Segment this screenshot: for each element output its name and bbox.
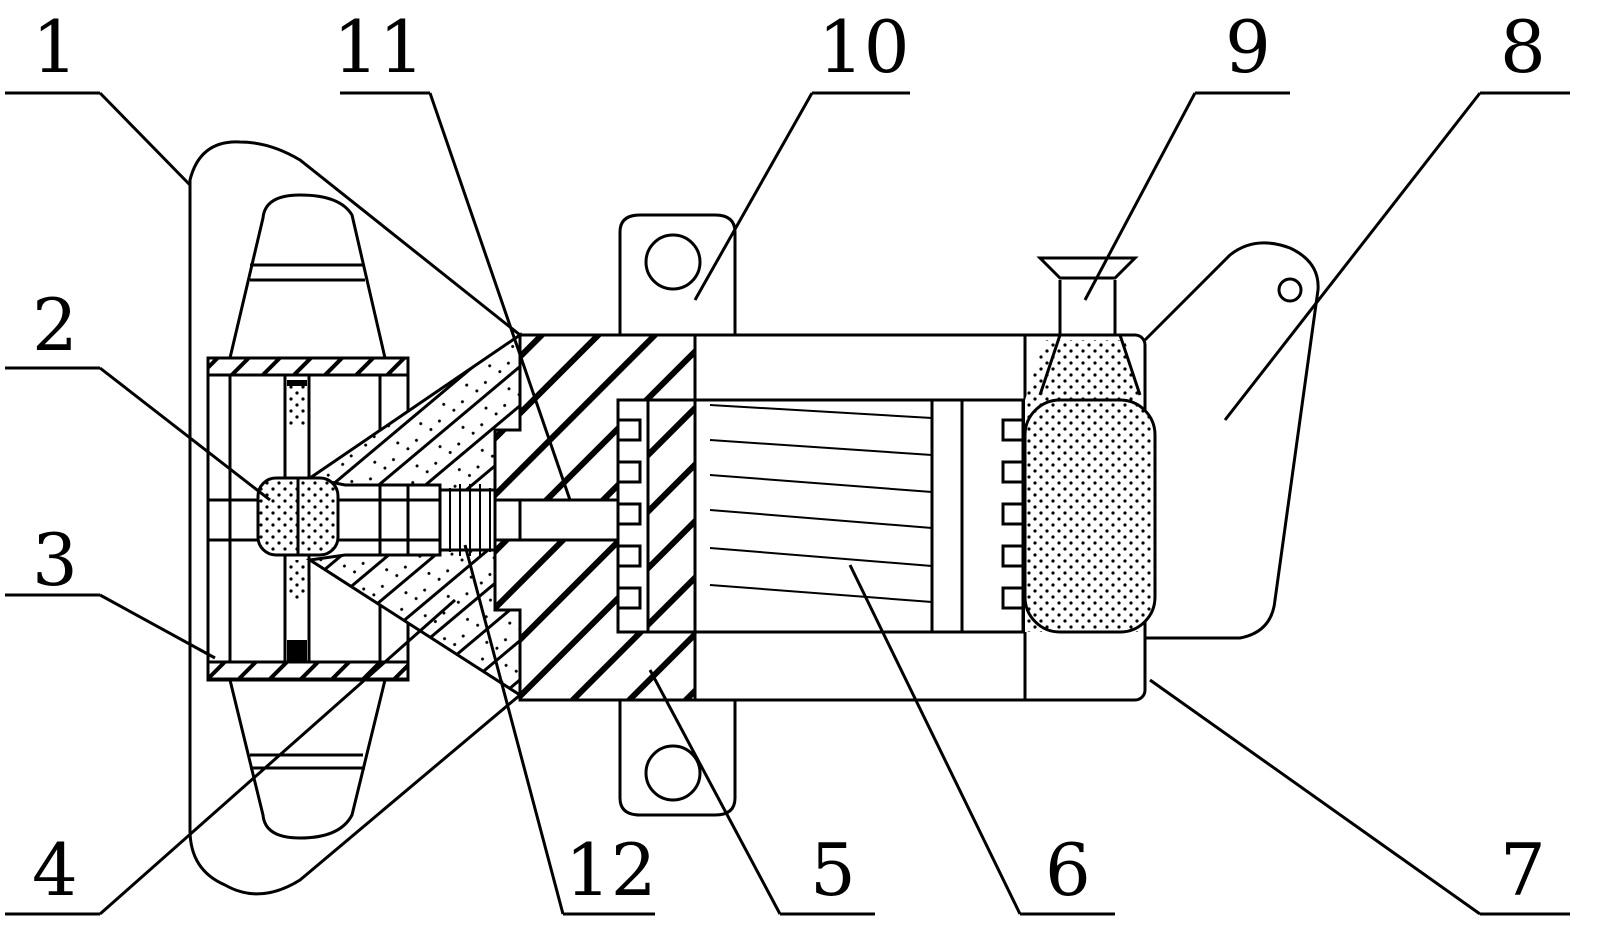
motor-rotor [616, 398, 1025, 634]
fan-housing [206, 356, 410, 682]
mounting-lug-top [618, 213, 737, 335]
base-plate [188, 140, 522, 896]
mounting-lug-bottom [618, 700, 737, 817]
label-9: 9 [1225, 5, 1271, 89]
label-7: 7 [1500, 828, 1546, 912]
label-6: 6 [1045, 828, 1091, 912]
filler-cap [1036, 256, 1139, 335]
label-2: 2 [32, 283, 78, 367]
label-3: 3 [32, 518, 78, 602]
label-12: 12 [565, 828, 657, 912]
label-4: 4 [32, 828, 78, 912]
label-5: 5 [810, 828, 856, 912]
hub-nut [256, 476, 340, 557]
spring-bellows [438, 484, 497, 556]
label-10: 10 [818, 5, 910, 89]
label-1: 1 [32, 5, 78, 89]
leader-lines [5, 91, 1570, 916]
coupling-cone [305, 332, 522, 698]
side-bracket [1143, 241, 1320, 640]
label-11: 11 [333, 5, 425, 89]
reservoir [1023, 334, 1157, 634]
label-8: 8 [1500, 5, 1546, 89]
hatched-end-block [493, 333, 697, 702]
fan-blades [228, 193, 387, 840]
